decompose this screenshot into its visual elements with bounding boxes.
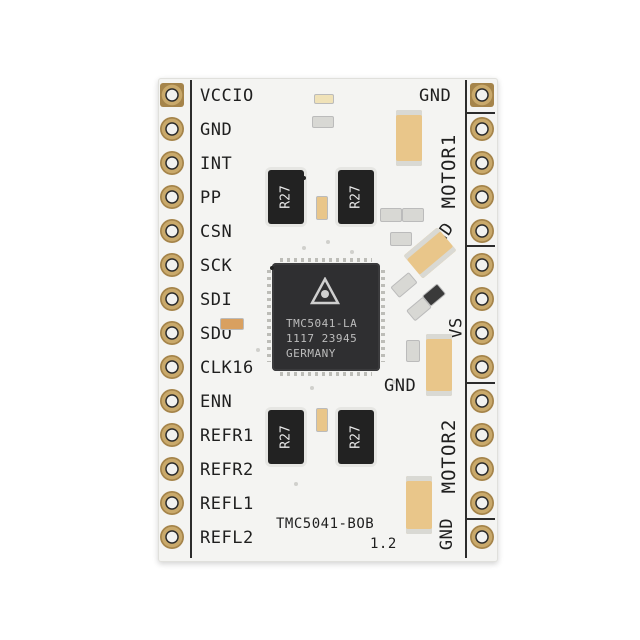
- board-name: TMC5041-BOB: [276, 516, 375, 532]
- gnd-bottom-label: GND: [437, 517, 458, 551]
- pin-label-refr1: REFR1: [200, 426, 254, 446]
- via: [302, 176, 306, 180]
- pin-pad: [160, 117, 184, 141]
- left-header-outline: [190, 80, 192, 558]
- pin-pad: [160, 253, 184, 277]
- motor1-bracket: [465, 112, 495, 114]
- pin-pad: [470, 83, 494, 107]
- chip-pins-top: [280, 258, 372, 262]
- motor1-label: MOTOR1: [438, 133, 460, 209]
- via: [270, 266, 274, 270]
- pin-label-enn: ENN: [200, 392, 233, 412]
- trinamic-logo-icon: [310, 277, 340, 305]
- pin-pad: [470, 491, 494, 515]
- pin-pad: [160, 151, 184, 175]
- pin-label-csn: CSN: [200, 222, 233, 242]
- resistor: [220, 318, 244, 330]
- pin-pad: [160, 457, 184, 481]
- pin-pad: [470, 321, 494, 345]
- pin-pad: [470, 185, 494, 209]
- via: [326, 240, 330, 244]
- pin-label-refl2: REFL2: [200, 528, 254, 548]
- pin-pad: [470, 287, 494, 311]
- resistor: [406, 340, 420, 362]
- pin-pad: [470, 389, 494, 413]
- chip-pins-left: [267, 270, 271, 362]
- pin-pad: [160, 355, 184, 379]
- chip-pins-bottom: [280, 372, 372, 376]
- pin-pad: [160, 423, 184, 447]
- pin-pad: [470, 117, 494, 141]
- via: [302, 246, 306, 250]
- resistor: [380, 208, 402, 222]
- pin-label-sck: SCK: [200, 256, 233, 276]
- pin-pad: [470, 253, 494, 277]
- sense-resistor: R27: [338, 170, 374, 224]
- capacitor: [426, 334, 452, 396]
- pin-pad: [470, 219, 494, 243]
- pin-label-sdi: SDI: [200, 290, 233, 310]
- board-version: 1.2: [370, 536, 397, 552]
- capacitor: [396, 110, 422, 166]
- led: [314, 94, 334, 104]
- resistor: [316, 408, 328, 432]
- right-header-outline: [465, 80, 467, 558]
- pin-pad: [160, 287, 184, 311]
- pin-pad: [160, 83, 184, 107]
- chip-pins-right: [381, 270, 385, 362]
- pin-label-gnd: GND: [200, 120, 233, 140]
- chip-part-number: TMC5041-LA: [286, 317, 358, 330]
- resistor: [312, 116, 334, 128]
- sense-resistor: R27: [268, 170, 304, 224]
- chip-origin: GERMANY: [286, 347, 336, 360]
- pin-label-vccio: VCCIO: [200, 86, 254, 106]
- gnd-top-label: GND: [419, 86, 452, 106]
- chip-lot-code: 1117 23945: [286, 332, 358, 345]
- pin-label-pp: PP: [200, 188, 222, 208]
- via: [256, 348, 260, 352]
- pin-pad: [470, 151, 494, 175]
- resistor: [390, 232, 412, 246]
- pin-pad: [160, 525, 184, 549]
- pin-label-refl1: REFL1: [200, 494, 254, 514]
- capacitor: [406, 476, 432, 534]
- resistor: [316, 196, 328, 220]
- pin-pad: [160, 491, 184, 515]
- pin-pad: [470, 457, 494, 481]
- tmc5041-chip: TMC5041-LA 1117 23945 GERMANY: [272, 263, 380, 371]
- pin-pad: [470, 355, 494, 379]
- motor2-bracket: [465, 518, 495, 520]
- pin-pad: [470, 423, 494, 447]
- pin-pad: [160, 389, 184, 413]
- motor2-bracket: [465, 382, 495, 384]
- pin-pad: [160, 219, 184, 243]
- motor1-bracket: [465, 245, 495, 247]
- pin-label-clk16: CLK16: [200, 358, 254, 378]
- sense-resistor: R27: [268, 410, 304, 464]
- pin-pad: [470, 525, 494, 549]
- resistor: [402, 208, 424, 222]
- pin-pad: [160, 185, 184, 209]
- via: [392, 380, 396, 384]
- pin-pad: [160, 321, 184, 345]
- motor2-label: MOTOR2: [438, 418, 460, 494]
- gnd-low-label: GND: [384, 376, 417, 396]
- sense-resistor: R27: [338, 410, 374, 464]
- via: [310, 386, 314, 390]
- via: [350, 250, 354, 254]
- pin-label-int: INT: [200, 154, 233, 174]
- via: [294, 482, 298, 486]
- pin-label-refr2: REFR2: [200, 460, 254, 480]
